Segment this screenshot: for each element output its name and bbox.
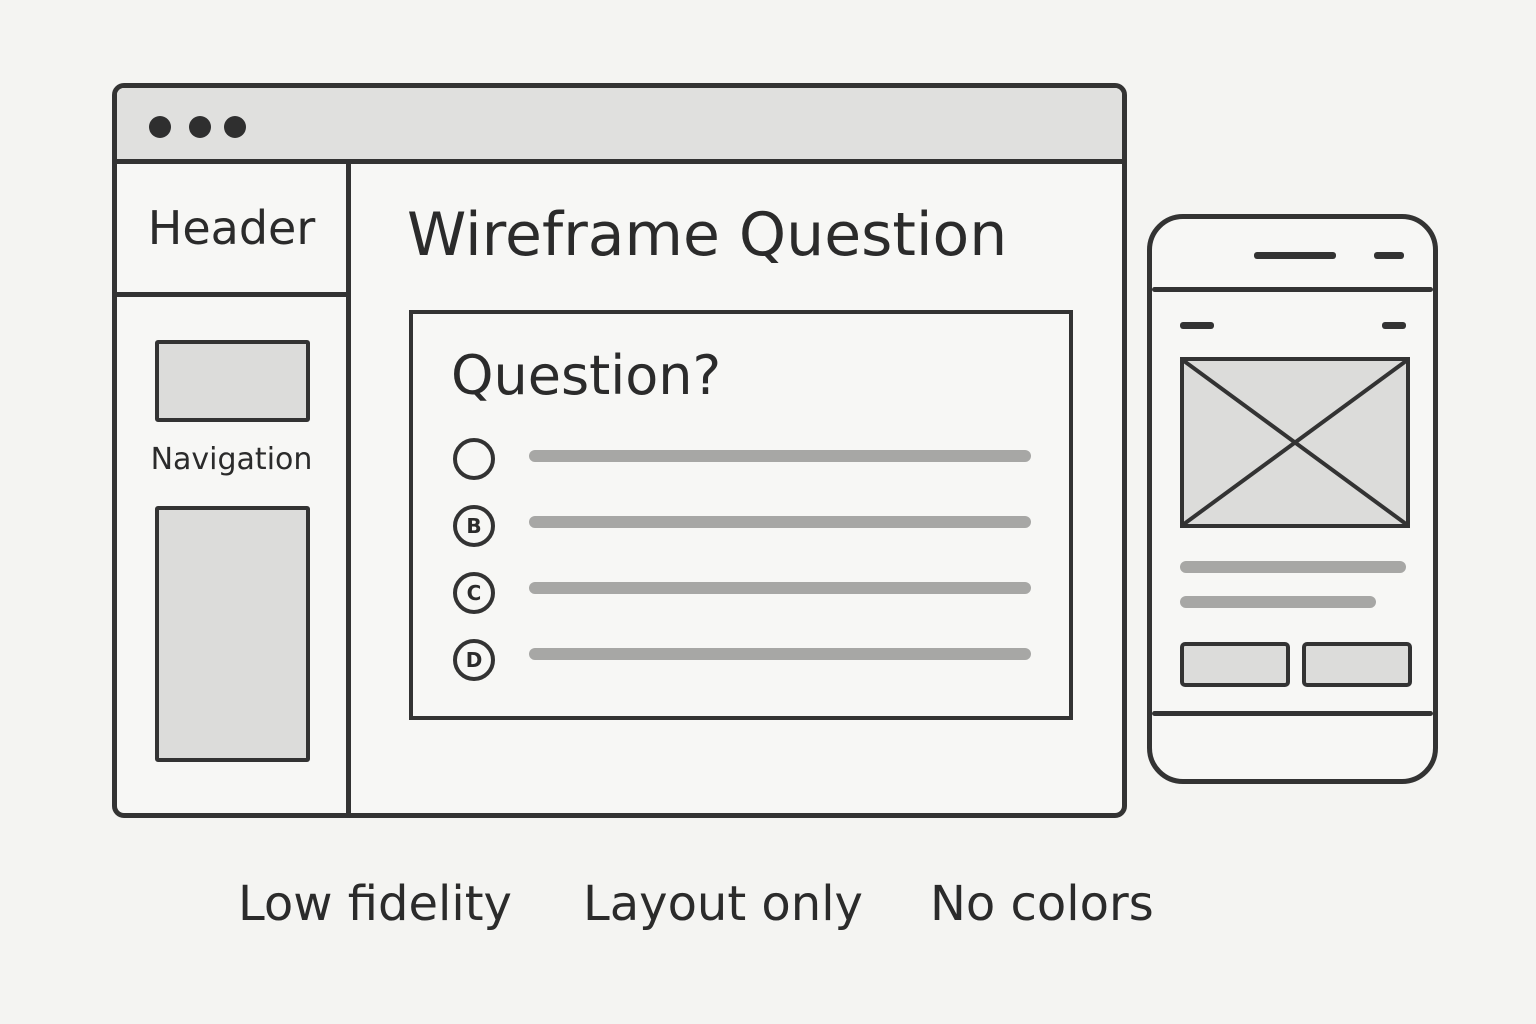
navigation-label: Navigation (150, 442, 313, 477)
phone-camera (1374, 252, 1404, 259)
option-text-line (529, 648, 1031, 660)
nav-placeholder-box[interactable] (155, 340, 310, 422)
option-marker: D (465, 648, 483, 672)
image-placeholder-icon (1180, 357, 1410, 528)
option-radio[interactable]: D (453, 639, 495, 681)
browser-titlebar (117, 88, 1122, 164)
option-marker: C (466, 581, 482, 605)
phone-text-line (1180, 596, 1376, 608)
mobile-wireframe (1147, 214, 1438, 784)
phone-text-line (1180, 561, 1406, 573)
phone-button[interactable] (1302, 642, 1412, 687)
option-radio[interactable]: B (453, 505, 495, 547)
option-radio[interactable] (453, 438, 495, 480)
sidebar: Header Navigation (117, 164, 351, 813)
phone-menu-stub[interactable] (1180, 322, 1214, 329)
window-control-dot[interactable] (149, 116, 171, 138)
caption-layout-only: Layout only (583, 876, 863, 932)
phone-button[interactable] (1180, 642, 1290, 687)
phone-menu-stub[interactable] (1382, 322, 1406, 329)
phone-speaker (1254, 252, 1336, 259)
phone-footer-divider (1152, 711, 1433, 716)
desktop-wireframe: Header Navigation Wireframe Question Que… (112, 83, 1127, 818)
caption-low-fidelity: Low fidelity (238, 876, 512, 932)
window-control-dot[interactable] (189, 116, 211, 138)
option-text-line (529, 450, 1031, 462)
caption-no-colors: No colors (930, 876, 1154, 932)
option-text-line (529, 582, 1031, 594)
question-text: Question? (451, 344, 722, 407)
option-text-line (529, 516, 1031, 528)
page-title: Wireframe Question (407, 200, 1008, 270)
header-label: Header (117, 164, 346, 297)
window-control-dot[interactable] (224, 116, 246, 138)
question-card: Question? B C D (409, 310, 1073, 720)
option-radio[interactable]: C (453, 572, 495, 614)
option-marker: B (466, 514, 482, 538)
phone-header-divider (1152, 287, 1433, 292)
nav-content-placeholder (155, 506, 310, 762)
